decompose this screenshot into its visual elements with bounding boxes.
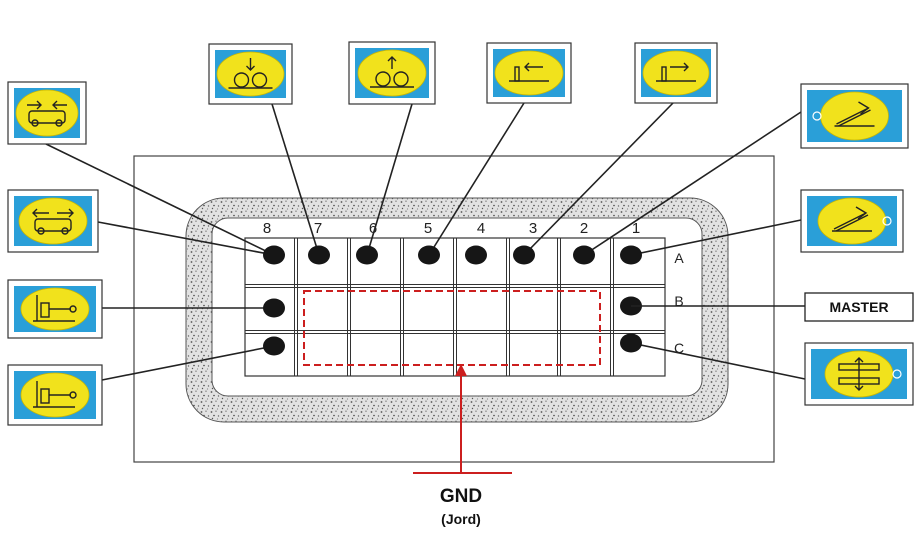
pin-B8 (263, 298, 285, 318)
row-labels: A B C (674, 250, 684, 356)
ground-bus-area (303, 290, 601, 366)
wire-wheels-up-to-A6 (366, 103, 413, 256)
pin-A4 (465, 245, 487, 265)
wire-slide-left-to-A5 (428, 102, 525, 256)
ground-sublabel: (Jord) (441, 511, 481, 527)
column-label-4: 4 (477, 220, 485, 237)
column-label-1: 1 (632, 220, 640, 237)
lift-up-down-icon (804, 342, 914, 406)
pin-A1 (620, 245, 642, 265)
master-box (804, 292, 914, 322)
column-labels: 8 7 6 5 4 3 2 1 (263, 220, 640, 237)
wheels-up-icon (348, 41, 436, 105)
pin-A8 (263, 245, 285, 265)
ramp-up-icon (800, 83, 909, 149)
ground-label: GND (440, 486, 482, 507)
ground-arrow (455, 364, 467, 376)
wires (45, 102, 806, 381)
wire-clamp-out-to-A8 (97, 221, 275, 256)
column-label-2: 2 (580, 220, 588, 237)
clamp-out-icon (7, 189, 99, 253)
master-label: MASTER (829, 299, 888, 315)
wire-ramp-up-to-A2 (583, 111, 802, 256)
row-label-C: C (674, 340, 684, 356)
wire-clamp-in-to-A8 (45, 143, 275, 256)
pin-A3 (513, 245, 535, 265)
row-label-A: A (674, 250, 684, 266)
row-label-B: B (674, 293, 683, 309)
pin-C8 (263, 336, 285, 356)
column-label-8: 8 (263, 220, 271, 237)
support-leg-down-icon (7, 364, 103, 426)
pin-A5 (418, 245, 440, 265)
wire-ramp-down-to-A1 (630, 219, 802, 256)
ramp-down-icon (800, 189, 904, 253)
column-label-7: 7 (314, 220, 322, 237)
column-label-6: 6 (369, 220, 377, 237)
pins (263, 245, 642, 356)
wire-slide-right-to-A3 (523, 102, 674, 256)
pin-C1 (620, 333, 642, 353)
wheels-down-icon (208, 43, 293, 105)
support-leg-up-icon (7, 279, 103, 339)
slide-right-icon (634, 42, 718, 104)
pin-A7 (308, 245, 330, 265)
wire-wheels-down-to-A7 (271, 103, 320, 256)
wire-support-leg-down-to-C8 (101, 345, 275, 381)
pin-A6 (356, 245, 378, 265)
function-icons (7, 41, 914, 426)
column-label-3: 3 (529, 220, 537, 237)
pin-grid (244, 237, 666, 377)
slide-left-icon (486, 42, 572, 104)
wire-lift-up-down-to-C1 (630, 342, 806, 380)
column-label-5: 5 (424, 220, 432, 237)
pin-A2 (573, 245, 595, 265)
clamp-in-icon (7, 81, 87, 145)
